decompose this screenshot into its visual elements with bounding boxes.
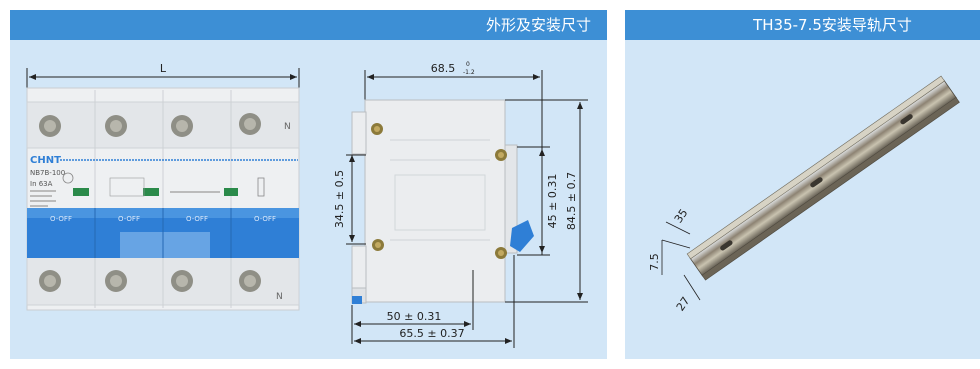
handle-bar — [120, 232, 210, 258]
panel-title-outline: 外形及安装尺寸 — [10, 10, 607, 40]
toggle-label-4: O-OFF — [254, 215, 276, 223]
toggle-label-1: O-OFF — [50, 215, 72, 223]
brand-logo: CHNT — [30, 155, 61, 166]
side-handle — [510, 220, 534, 252]
label-45: 45 ± 0.31 — [546, 174, 559, 229]
front-view: L N CHNT NB7B-100 In 63A — [26, 62, 300, 311]
screw-bottom-1 — [39, 270, 61, 292]
label-rail-35: 35 — [672, 207, 691, 226]
label-50: 50 ± 0.31 — [387, 310, 442, 323]
screw-bottom-2 — [105, 270, 127, 292]
label-84-5: 84.5 ± 0.7 — [565, 172, 578, 230]
toggle-label-3: O-OFF — [186, 215, 208, 223]
screw-top-2 — [105, 115, 127, 137]
label-L: L — [160, 62, 167, 75]
label-34-5: 34.5 ± 0.5 — [333, 170, 346, 228]
screw-top-4 — [239, 113, 261, 135]
label-68-5-tol-lower: -1.2 — [463, 69, 475, 76]
screw-top-1 — [39, 115, 61, 137]
label-rail-7-5: 7.5 — [648, 253, 661, 271]
label-68-5-tol-upper: 0 — [466, 61, 470, 68]
rating-text: In 63A — [30, 180, 53, 188]
din-rail: 35 7.5 27 — [648, 75, 960, 314]
model-text: NB7B-100 — [30, 169, 65, 177]
label-68-5: 68.5 — [431, 62, 456, 75]
side-body — [364, 99, 506, 303]
terminal-label-top: N — [284, 122, 291, 132]
rail-body — [689, 79, 958, 277]
label-65-5: 65.5 ± 0.37 — [399, 327, 464, 340]
toggle-label-2: O-OFF — [118, 215, 140, 223]
side-view: 68.5 0 -1.2 34.5 ± 0.5 45 ± 0.31 — [333, 61, 588, 348]
label-rail-27: 27 — [674, 295, 693, 314]
panel-title-rail: TH35-7.5安装导轨尺寸 — [625, 10, 980, 40]
screw-bottom-4 — [239, 270, 261, 292]
screw-top-3 — [171, 115, 193, 137]
terminal-label-bottom: N — [276, 292, 283, 302]
screw-bottom-3 — [171, 270, 193, 292]
